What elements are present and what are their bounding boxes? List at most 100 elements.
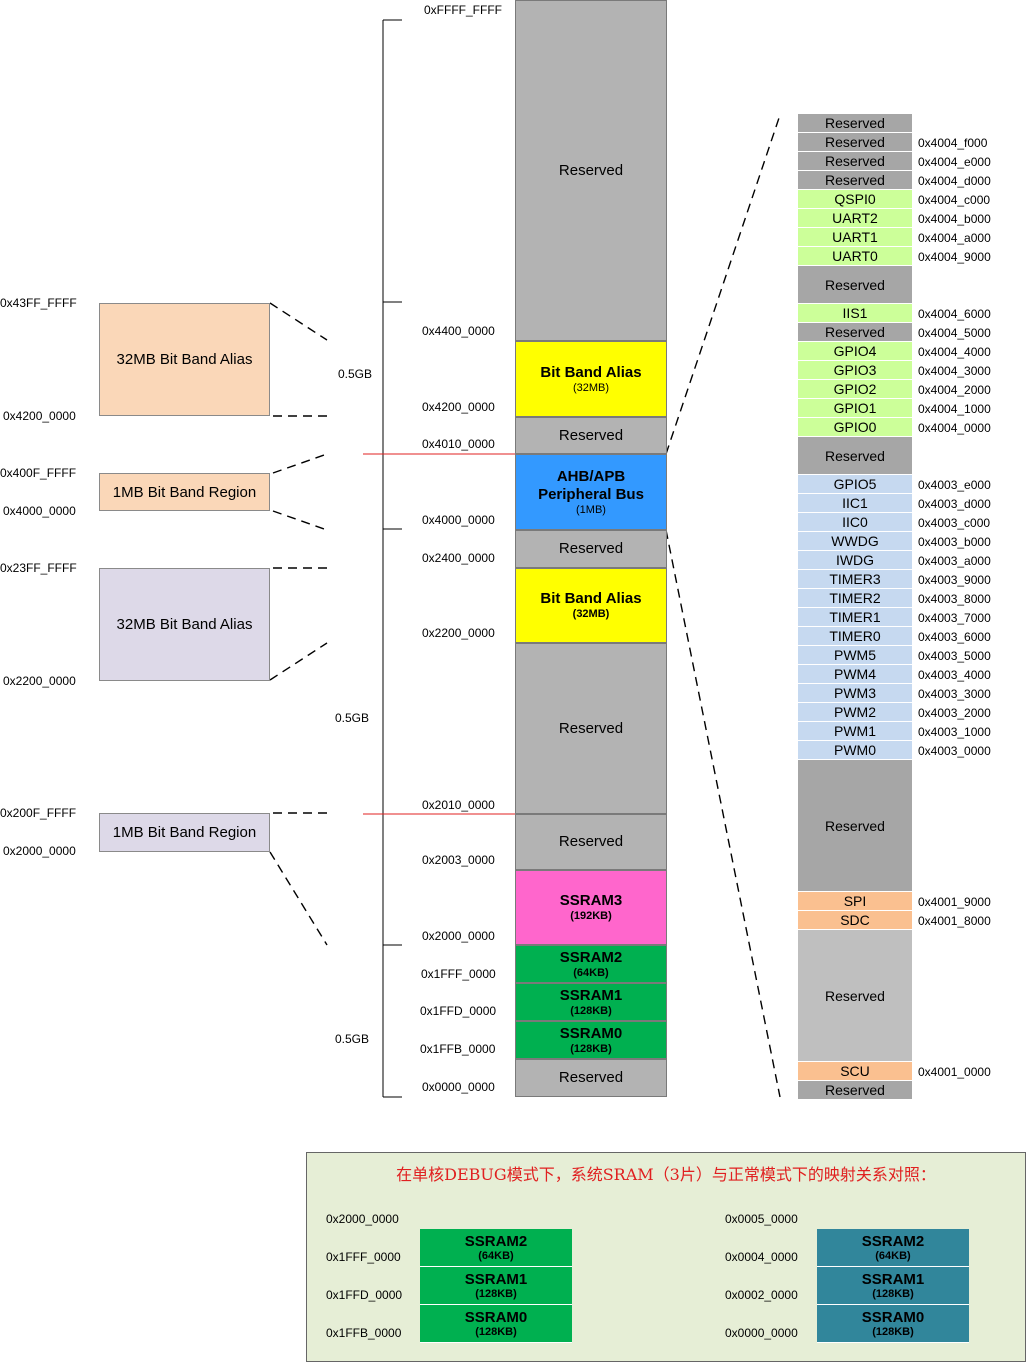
side-label: 32MB Bit Band Alias [116,616,253,633]
addr-2010-0000: 0x2010_0000 [422,798,495,812]
block-ssram2: SSRAM2 (64KB) [515,945,667,983]
block-bitband-alias-hi: Bit Band Alias (32MB) [515,341,667,417]
note-block-size: (64KB) [875,1249,911,1262]
bracket-label-upper: 0.5GB [338,367,373,381]
peripheral-row: TIMER0 [798,627,912,646]
note-block-left: SSRAM1(128KB) [420,1267,572,1305]
peripheral-name: IIS1 [842,305,868,321]
addr-2200-0000: 0x2200_0000 [422,626,495,640]
peripheral-name: PWM5 [834,647,876,663]
peripheral-name: GPIO5 [833,476,877,492]
peripheral-name: GPIO2 [833,381,877,397]
peripheral-name: GPIO3 [833,362,877,378]
side-region-lo-top-addr: 0x200F_FFFF [0,806,77,820]
peripheral-row: UART2 [798,209,912,228]
block-size: (32MB) [572,381,610,394]
peripheral-row: Reserved [798,1081,912,1100]
note-block-size: (64KB) [478,1249,514,1262]
block-label: AHB/APB [556,467,626,485]
block-size: (64KB) [573,966,609,979]
side-region-hi-bottom-addr: 0x4000_0000 [3,504,76,518]
peripheral-addr: 0x4004_a000 [918,231,991,245]
block-label: Reserved [558,540,624,557]
note-block-size: (128KB) [872,1325,914,1338]
peripheral-addr: 0x4004_6000 [918,307,991,321]
peripheral-name: UART1 [832,229,878,245]
side-alias-lo-bottom-addr: 0x2200_0000 [3,674,76,688]
peripheral-addr: 0x4003_1000 [918,725,991,739]
peripheral-name: GPIO0 [833,419,877,435]
block-label: Bit Band Alias [540,590,642,607]
bracket-label-lower: 0.5GB [335,1032,370,1046]
block-reserved-bottom: Reserved [515,1059,667,1097]
side-label: 1MB Bit Band Region [112,483,257,501]
addr-4200-0000: 0x4200_0000 [422,400,495,414]
peripheral-addr: 0x4004_b000 [918,212,991,226]
addr-2000-0000: 0x2000_0000 [422,929,495,943]
peripheral-name: Reserved [825,115,885,131]
side-alias-hi-box: 32MB Bit Band Alias [99,303,270,416]
note-block-right: SSRAM0(128KB) [817,1305,969,1343]
peripheral-name: WWDG [831,533,879,549]
side-region-hi-box: 1MB Bit Band Region [99,473,270,511]
peripheral-name: Reserved [825,447,885,464]
peripheral-row: IWDG [798,551,912,570]
block-label: SSRAM1 [559,986,623,1004]
block-label: Reserved [558,161,624,179]
side-alias-hi-bottom-addr: 0x4200_0000 [3,409,76,423]
addr-1fff-0000: 0x1FFF_0000 [421,967,496,981]
peripheral-row: SPI [798,892,912,911]
block-label-2: Peripheral Bus [538,485,644,503]
peripheral-name: Reserved [825,324,885,340]
peripheral-row: Reserved [798,760,912,892]
side-alias-hi-top-addr: 0x43FF_FFFF [0,296,77,310]
addr-ffff-ffff: 0xFFFF_FFFF [424,3,502,17]
peripheral-addr: 0x4004_5000 [918,326,991,340]
block-label: Reserved [558,426,624,444]
peripheral-row: Reserved [798,437,912,475]
peripheral-addr: 0x4001_0000 [918,1065,991,1079]
addr-1ffd-0000: 0x1FFD_0000 [420,1004,497,1018]
peripheral-row: PWM3 [798,684,912,703]
block-reserved-2200: Reserved [515,643,667,814]
peripheral-name: TIMER2 [829,590,881,606]
block-reserved-2400: Reserved [515,530,667,568]
peripheral-row: Reserved [798,133,912,152]
note-block-right: SSRAM2(64KB) [817,1229,969,1267]
note-title: 在单核DEBUG模式下，系统SRAM（3片）与正常模式下的映射关系对照： [396,1165,936,1184]
peripheral-row: GPIO2 [798,380,912,399]
block-ssram0: SSRAM0 (128KB) [515,1021,667,1059]
addr-4010-0000: 0x4010_0000 [422,437,495,451]
peripheral-row: GPIO3 [798,361,912,380]
peripheral-row: QSPI0 [798,190,912,209]
peripheral-row: PWM1 [798,722,912,741]
peripheral-name: Reserved [825,987,885,1004]
peripheral-addr: 0x4004_f000 [918,136,988,150]
peripheral-addr: 0x4003_5000 [918,649,991,663]
peripheral-addr: 0x4004_3000 [918,364,991,378]
block-label: SSRAM2 [559,948,623,966]
peripheral-row: Reserved [798,171,912,190]
peripheral-name: TIMER3 [829,571,881,587]
peripheral-name: PWM2 [834,704,876,720]
peripheral-name: PWM4 [834,666,876,682]
peripheral-row: SCU [798,1062,912,1081]
peripheral-row: Reserved [798,114,912,133]
note-block-name: SSRAM0 [861,1308,925,1326]
side-region-hi-top-addr: 0x400F_FFFF [0,466,77,480]
side-alias-lo-top-addr: 0x23FF_FFFF [0,561,77,575]
side-alias-lo-box: 32MB Bit Band Alias [99,568,270,681]
peripheral-name: PWM1 [834,723,876,739]
block-label: Bit Band Alias [540,363,642,381]
block-label: Reserved [558,719,624,737]
note-addr: 0x0004_0000 [725,1250,798,1264]
peripheral-name: UART0 [832,248,878,264]
peripheral-row: GPIO1 [798,399,912,418]
peripheral-name: SPI [843,893,867,909]
note-addr: 0x0000_0000 [725,1326,798,1340]
peripheral-name: Reserved [825,134,885,150]
peripheral-row: TIMER3 [798,570,912,589]
block-reserved-top: Reserved [515,0,667,341]
note-addr: 0x0002_0000 [725,1288,798,1302]
peripheral-row: GPIO0 [798,418,912,437]
